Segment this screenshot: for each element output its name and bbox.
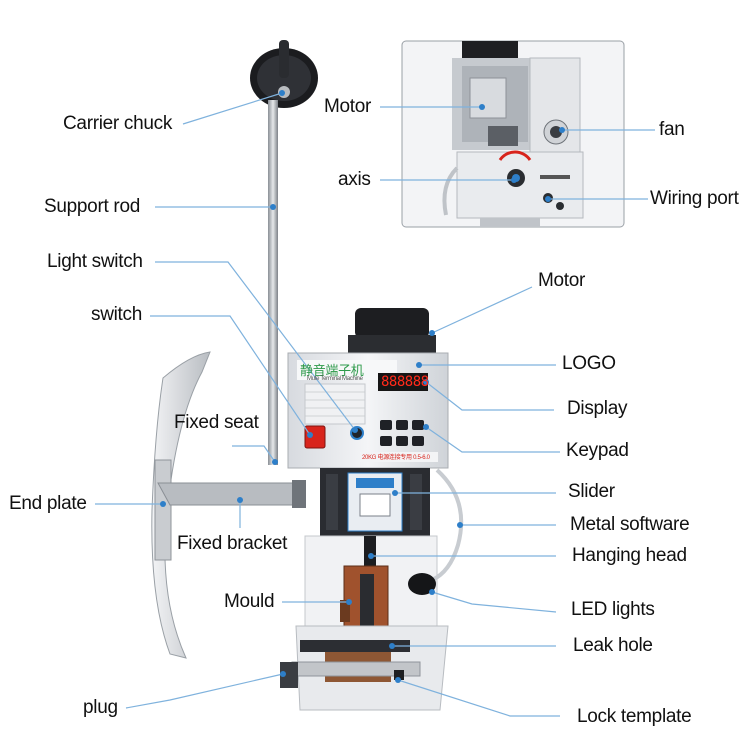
end-plate bbox=[151, 351, 211, 659]
leader-lines bbox=[95, 92, 655, 717]
machine-motor bbox=[348, 308, 436, 357]
label-mould: Mould bbox=[224, 591, 275, 612]
label-led-lights: LED lights bbox=[571, 599, 655, 620]
support-rod bbox=[268, 100, 278, 465]
label-switch: switch bbox=[91, 304, 142, 325]
metal-hose bbox=[431, 468, 464, 582]
label-slider: Slider bbox=[568, 481, 615, 502]
label-display: Display bbox=[567, 398, 628, 419]
fixed-bracket bbox=[157, 482, 306, 506]
leader-dots bbox=[160, 90, 565, 683]
carrier-chuck bbox=[250, 40, 318, 108]
display-digits: 888888 bbox=[381, 374, 429, 390]
label-fan: fan bbox=[659, 119, 685, 140]
hanging-head bbox=[364, 536, 376, 568]
machine-title-cn: 静音端子机 bbox=[300, 364, 364, 379]
label-hanging-head: Hanging head bbox=[572, 545, 687, 566]
digital-display bbox=[378, 373, 428, 391]
led-light bbox=[408, 573, 436, 595]
label-fixed-seat: Fixed seat bbox=[174, 412, 259, 433]
machine-title-en: Mute Terminal Machine bbox=[307, 376, 363, 382]
label-wiring-port: Wiring port bbox=[650, 188, 739, 209]
label-metal-software: Metal software bbox=[570, 514, 690, 535]
label-logo: LOGO bbox=[562, 353, 616, 374]
label-lock-template: Lock template bbox=[577, 706, 692, 727]
mould bbox=[340, 565, 389, 637]
label-plug: plug bbox=[83, 697, 118, 718]
power-switch bbox=[304, 425, 326, 449]
label-support-rod: Support rod bbox=[44, 196, 140, 217]
plug bbox=[280, 662, 298, 688]
label-fixed-bracket: Fixed bracket bbox=[177, 533, 288, 554]
label-motor: Motor bbox=[538, 270, 586, 291]
panel-note: 20KG 电源连接专用 0.5-6.0 bbox=[362, 455, 430, 461]
label-axis: axis bbox=[338, 169, 371, 190]
label-carrier-chuck: Carrier chuck bbox=[63, 113, 173, 134]
label-keypad: Keypad bbox=[566, 440, 629, 461]
label-end-plate: End plate bbox=[9, 493, 87, 514]
label-light-switch: Light switch bbox=[47, 251, 143, 272]
label-motor-inset: Motor bbox=[324, 96, 372, 117]
label-leak-hole: Leak hole bbox=[573, 635, 653, 656]
keypad-buttons bbox=[380, 420, 424, 446]
